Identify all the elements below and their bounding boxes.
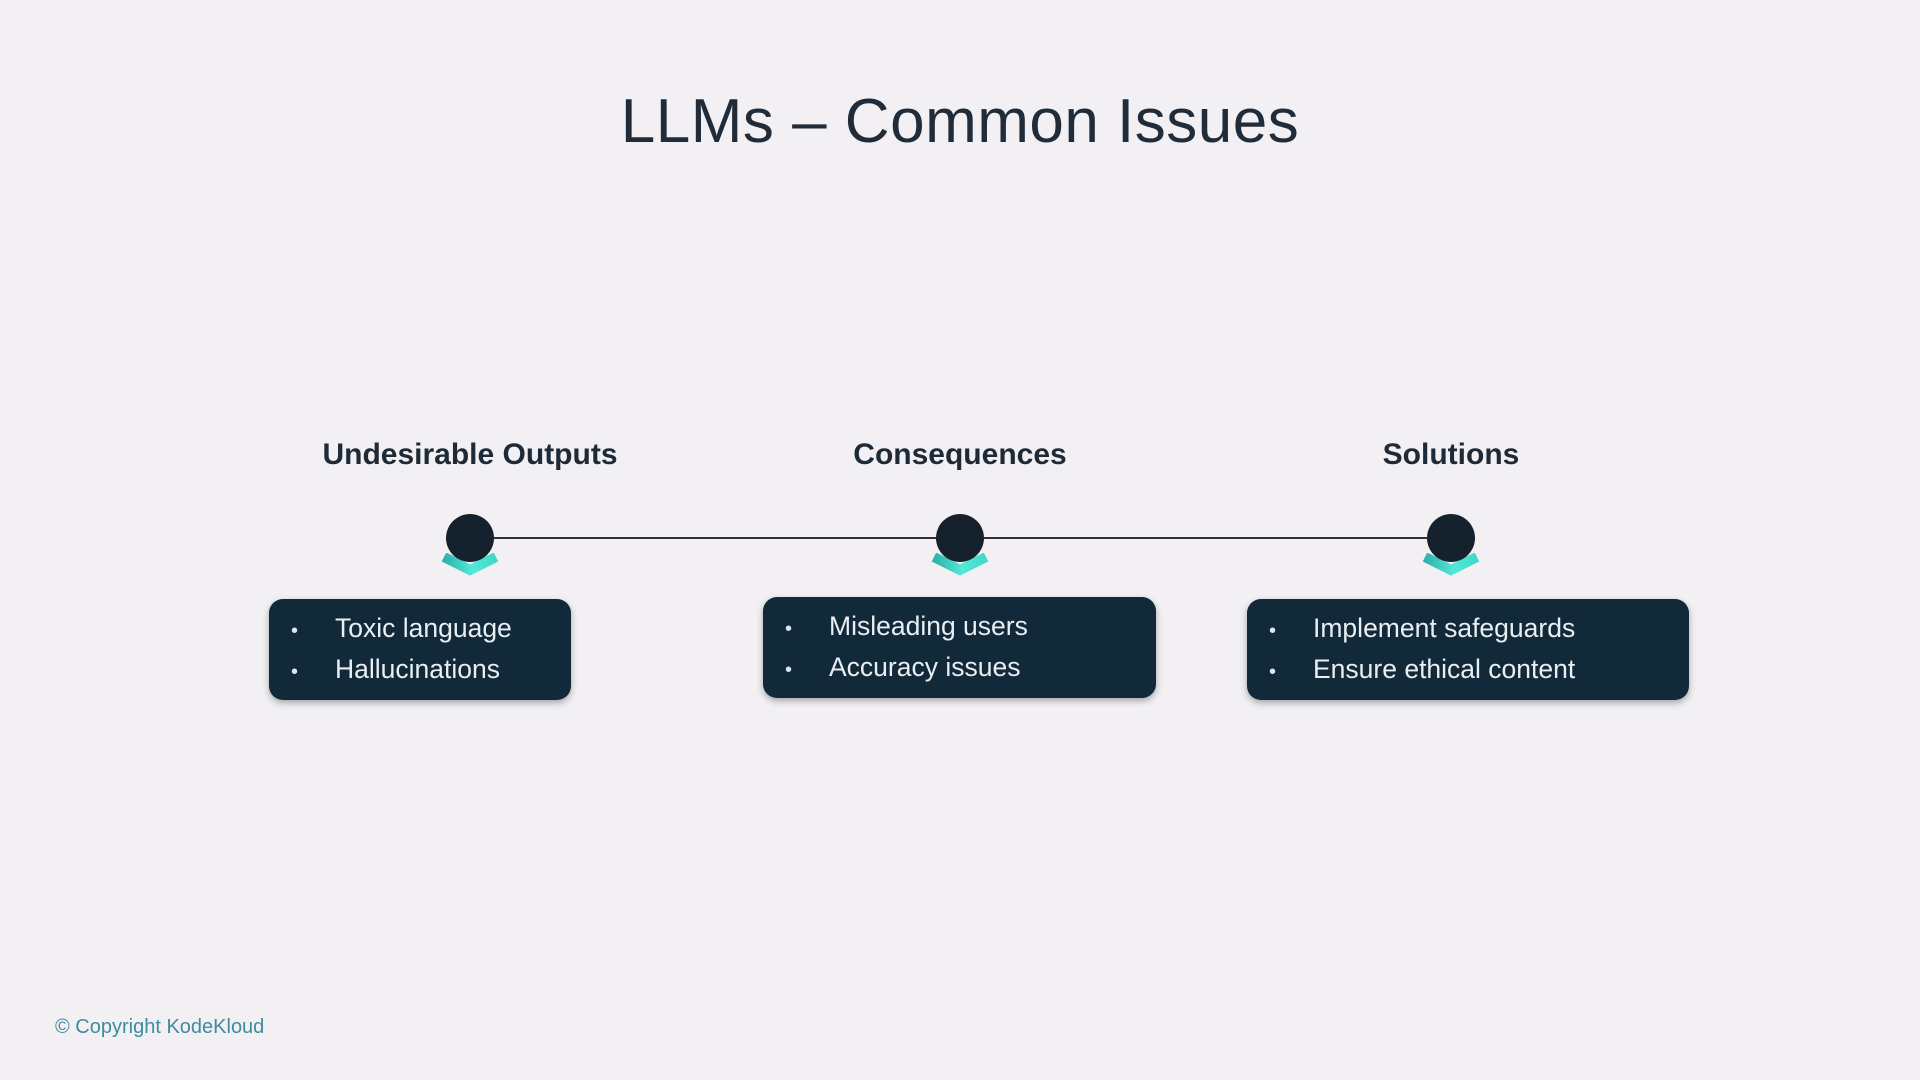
card-undesirable-outputs: • Toxic language • Hallucinations <box>269 599 571 700</box>
bullet-item: • Ensure ethical content <box>1269 650 1689 691</box>
bullet-dot-icon: • <box>1269 619 1277 642</box>
bullet-label: Accuracy issues <box>829 651 1021 682</box>
milestone-dot-icon <box>936 514 984 562</box>
bullet-label: Implement safeguards <box>1313 612 1576 643</box>
bullet-label: Misleading users <box>829 610 1028 641</box>
chevron-down-icon <box>441 553 499 576</box>
bullet-dot-icon: • <box>1269 660 1277 683</box>
slide-title: LLMs – Common Issues <box>620 87 1300 156</box>
card-consequences: • Misleading users • Accuracy issues <box>763 597 1156 698</box>
bullet-item: • Hallucinations <box>291 650 571 691</box>
bullet-label: Toxic language <box>335 612 512 643</box>
milestone-dot-icon <box>446 514 494 562</box>
column-header-solutions: Solutions <box>1382 438 1520 471</box>
bullet-item: • Implement safeguards <box>1269 609 1689 650</box>
column-header-consequences: Consequences <box>853 438 1067 471</box>
bullet-item: • Toxic language <box>291 609 571 650</box>
milestone-dot-icon <box>1427 514 1475 562</box>
bullet-dot-icon: • <box>291 660 299 683</box>
bullet-item: • Misleading users <box>785 607 1156 648</box>
bullet-dot-icon: • <box>291 619 299 642</box>
bullet-dot-icon: • <box>785 617 793 640</box>
bullet-label: Hallucinations <box>335 653 500 684</box>
chevron-down-icon <box>931 553 989 576</box>
bullet-item: • Accuracy issues <box>785 648 1156 689</box>
chevron-down-icon <box>1422 553 1480 576</box>
bullet-label: Ensure ethical content <box>1313 653 1576 684</box>
bullet-dot-icon: • <box>785 658 793 681</box>
column-header-undesirable-outputs: Undesirable Outputs <box>322 438 618 471</box>
card-solutions: • Implement safeguards • Ensure ethical … <box>1247 599 1689 700</box>
copyright-notice: © Copyright KodeKloud <box>55 1016 265 1038</box>
